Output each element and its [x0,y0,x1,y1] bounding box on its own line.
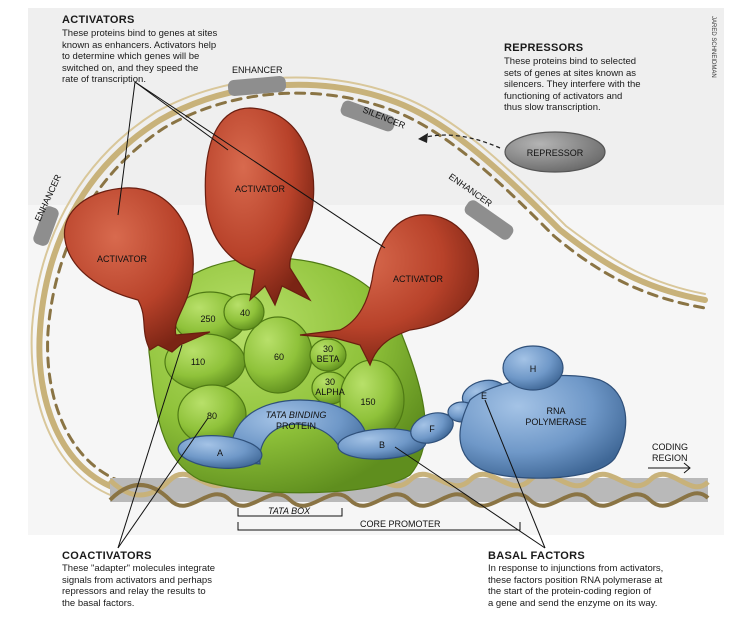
repressors-line: functioning of activators and [504,90,623,102]
repressor-arrowhead [418,133,428,143]
repressor-shape [504,131,606,173]
core-promoter-label: CORE PROMOTER [360,519,441,529]
basal-line-2 [484,399,546,549]
tbp-label-2: PROTEIN [276,421,316,431]
repressors-description: These proteins bind to selected sets of … [504,56,694,114]
subunit-150-label: 150 [360,397,375,407]
upper-panel [28,8,724,208]
subunit-110-label: 110 [191,357,205,367]
repressors-line: These proteins bind to selected [504,56,637,67]
activators-line-1 [117,81,136,216]
activators-line: These proteins bind to genes at sites [62,28,218,39]
dna-sites [33,76,514,246]
rna-polymerase-label-1: RNA [546,406,565,416]
subunit-80-label: 80 [207,411,217,421]
subunit-30alpha-label-2: ALPHA [315,387,345,397]
enhancer-right-site [464,200,514,240]
protein-labels: ACTIVATOR ACTIVATOR ACTIVATOR REPRESSOR … [97,148,587,458]
activators-heading: ACTIVATORS [62,14,135,26]
activator-right-shape [299,214,480,367]
dna-bottom-helix-b [108,483,710,508]
tbp-label-1: TATA BINDING [266,410,327,420]
repressor-label: REPRESSOR [527,148,584,158]
basal-line-1 [394,446,546,549]
basal-factors-heading: BASAL FACTORS [488,550,586,562]
coactivators-description: These "adapter" molecules integrate sign… [62,563,262,609]
rna-polymerase-label-2: POLYMERASE [525,417,586,427]
activators-line: to determine which genes will be [62,51,200,62]
silencer-site [340,100,396,132]
basal-line: the start of the protein-coding region o… [488,586,652,597]
basal-factors-description: In response to injunctions from activato… [488,563,718,609]
activators-line: known as enhancers. Activators help [62,39,217,51]
activator-right-label: ACTIVATOR [393,274,444,284]
activators-description: These proteins bind to genes at sites kn… [62,28,262,86]
activator-center-label: ACTIVATOR [235,184,286,194]
activators-line: rate of transcription. [62,74,146,85]
factor-e-label: E [481,391,487,401]
enhancer-top-label: ENHANCER [232,65,283,75]
dna-strand-2 [46,91,707,484]
factor-f-shape [410,412,454,444]
subunit-30beta-label-2: BETA [317,354,340,364]
subunit-30-beta [309,338,347,372]
basal-factors [177,345,627,479]
coding-arrowhead [683,462,691,474]
activator-center-shape [204,107,315,307]
factor-f-label: F [429,424,435,434]
factor-b-label: B [379,440,385,450]
subunit-60-label: 60 [274,352,284,362]
coactivators-line: the basal factors. [62,597,135,609]
repressors-line: sets of genes at sites known as [504,67,637,79]
enhancer-top-site [227,76,287,96]
core-promoter-bracket [237,522,521,531]
coactivators-line-2 [117,417,209,549]
enhancer-left-site [33,206,59,246]
coactivators-line: These "adapter" molecules integrate [62,563,216,574]
subunit-30alpha-label-1: 30 [325,377,335,387]
subunit-40-label: 40 [240,308,250,318]
activators [63,107,480,367]
coding-region-label-2: REGION [652,453,688,463]
factor-h-label: H [530,364,537,374]
factor-a-shape [177,435,263,469]
coactivators-line: repressors and relay the results to [62,586,206,597]
coactivators-line: signals from activators and perhaps [62,574,212,586]
factor-h-shape [502,345,564,391]
coactivators-heading: COACTIVATORS [62,550,152,562]
repressors-line: thus slow transcription. [504,102,601,113]
subunit-40 [223,293,265,331]
tata-box-label: TATA BOX [268,506,311,516]
coding-region-label-1: CODING [652,442,688,452]
subunit-30beta-label-1: 30 [323,344,333,354]
activator-left-label: ACTIVATOR [97,254,148,264]
factor-a-label: A [217,448,223,458]
activators-line-2 [134,81,229,151]
activator-left-shape [63,187,211,353]
tata-box-bracket [237,508,343,517]
repressors-line: silencers. They interfere with the [504,79,641,90]
activators-line: switched on, and they speed the [62,62,199,74]
callout-lines [117,81,691,549]
coactivators-line-1 [117,344,183,549]
subunit-250-label: 250 [200,314,215,324]
basal-line: In response to injunctions from activato… [488,563,664,574]
repressor-arrow [421,134,501,149]
basal-line: a gene and send the enzyme on its way. [488,597,658,609]
basal-line: these factors position RNA polymerase at [488,574,663,586]
repressors-heading: REPRESSORS [504,42,584,54]
activators-line-3 [134,81,386,249]
artist-credit: JARED SCHNEIDMAN [710,16,716,78]
